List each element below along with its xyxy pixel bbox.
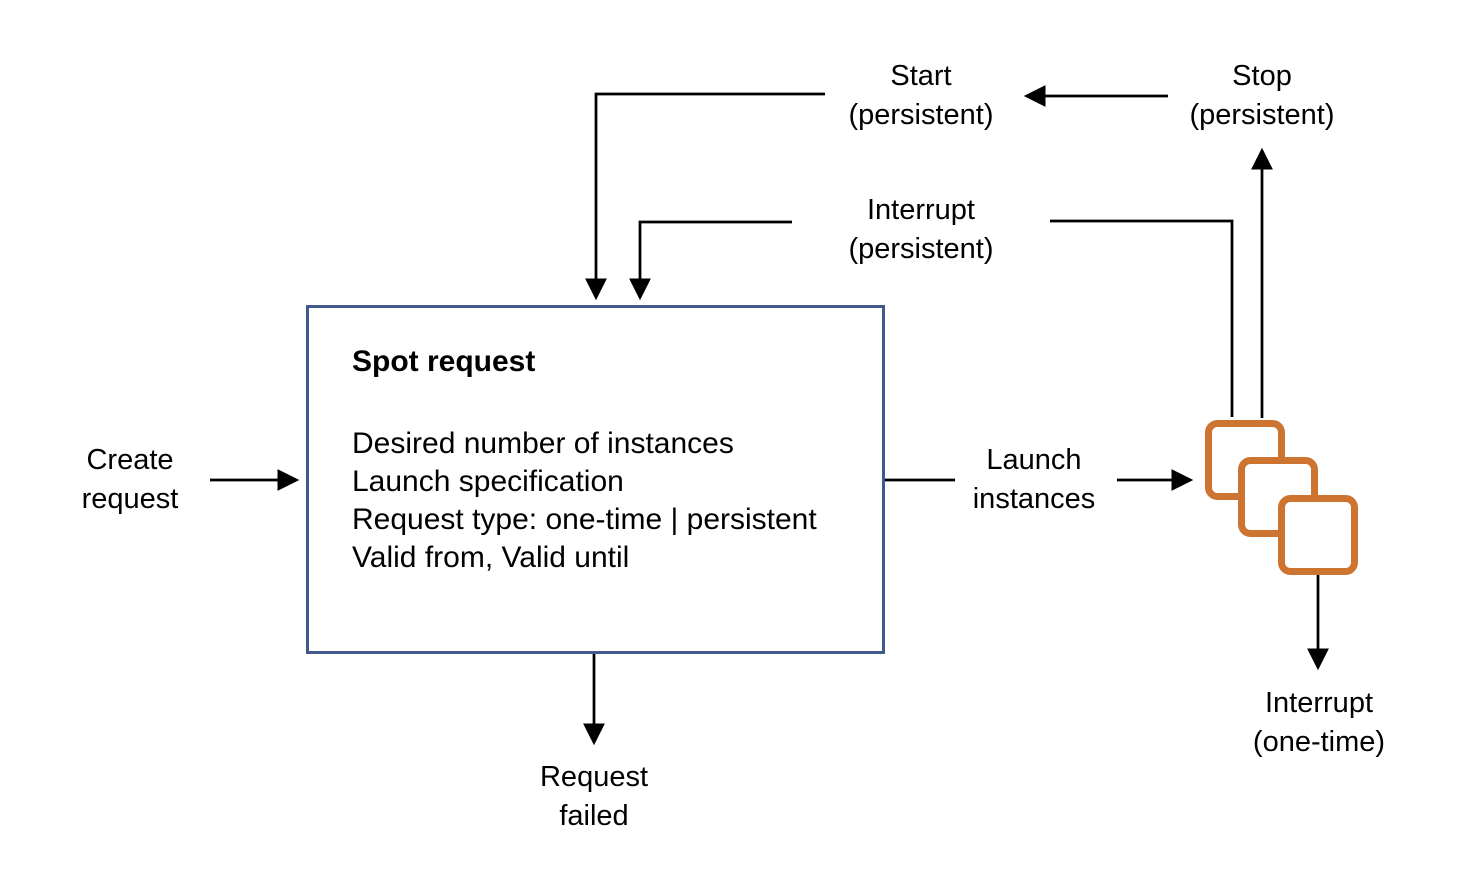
request-failed-label: Request failed: [540, 758, 648, 836]
interrupt-persistent-to-instances-line: [1050, 219, 1234, 417]
stop-persistent-label: Stop (persistent): [1189, 57, 1334, 135]
create-request-label: Create request: [82, 441, 179, 519]
spot-request-attr-launch-spec: Launch specification: [352, 465, 624, 498]
spot-request-attr-desired-instances: Desired number of instances: [352, 427, 734, 460]
spot-request-box-title: Spot request: [352, 345, 536, 378]
stop-persistent-line2: (persistent): [1189, 99, 1335, 131]
launch-instances-line1: Launch: [986, 444, 1082, 476]
start-persistent-label: Start (persistent): [848, 57, 993, 135]
start-persistent-line2: (persistent): [848, 99, 994, 131]
stop-persistent-line1: Stop: [1232, 60, 1292, 92]
start-persistent-line1: Start: [890, 60, 952, 92]
spot-request-box-outline: [306, 305, 885, 654]
interrupt-persistent-line1: Interrupt: [866, 194, 975, 226]
ec2-instances-icon: [1205, 420, 1358, 575]
launch-instances-label: Launch instances: [973, 441, 1096, 519]
spot-request-attr-valid-range: Valid from, Valid until: [352, 541, 630, 574]
spot-request-box-body: Desired number of instances Launch speci…: [352, 425, 817, 577]
instance-square-front: [1278, 495, 1358, 575]
interrupt-one-time-line2: (one-time): [1252, 726, 1386, 758]
start-persistent-feed-arrow: [585, 92, 825, 301]
launch-instances-line2: instances: [972, 483, 1096, 515]
request-failed-line1: Request: [539, 761, 649, 793]
request-failed-line2: failed: [559, 800, 629, 832]
interrupt-persistent-label: Interrupt (persistent): [848, 191, 993, 269]
interrupt-persistent-line2: (persistent): [848, 233, 994, 265]
interrupt-persistent-feed-arrow: [629, 220, 792, 301]
create-request-line1: Create: [86, 444, 174, 476]
create-request-line2: request: [81, 483, 179, 515]
interrupt-one-time-label: Interrupt (one-time): [1253, 684, 1385, 762]
interrupt-one-time-line1: Interrupt: [1265, 687, 1373, 719]
spot-request-attr-request-type: Request type: one-time | persistent: [352, 503, 817, 536]
